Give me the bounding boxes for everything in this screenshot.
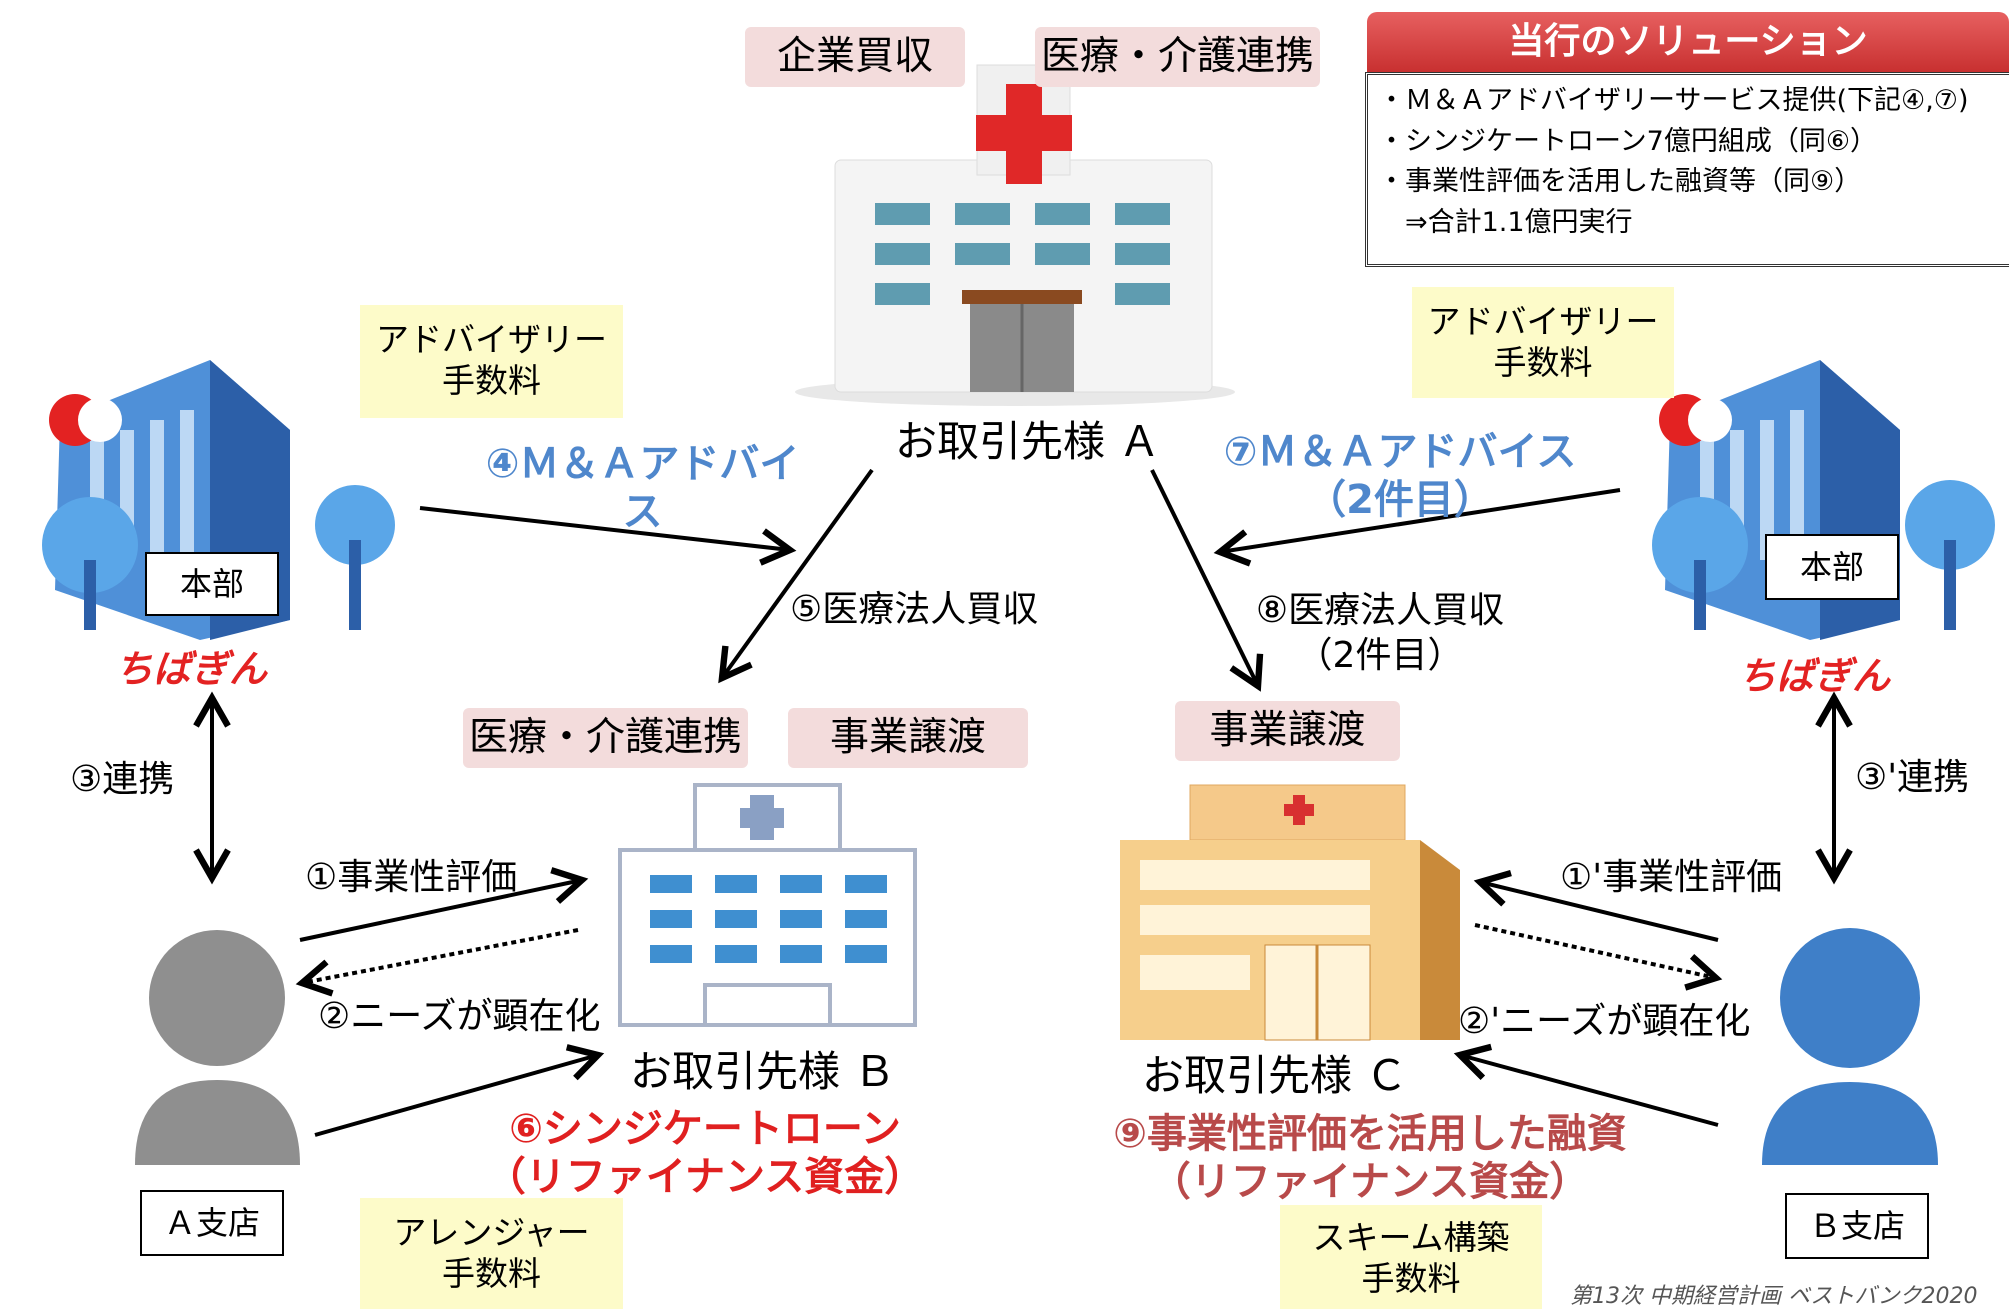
step4-label: ④Ｍ＆Ａアドバイス	[485, 441, 800, 535]
fee-label: アドバイザリー	[376, 320, 607, 359]
solution-line: ・Ｍ＆Ａアドバイザリーサービス提供(下記④,⑦)	[1378, 85, 1969, 116]
step3p-label: ③'連携	[1855, 757, 1970, 798]
person-a-branch-icon	[135, 930, 300, 1165]
branch-b-label: Ｂ支店	[1785, 1193, 1929, 1259]
solution-box: ・Ｍ＆Ａアドバイザリーサービス提供(下記④,⑦) ・シンジケートローン7億円組成…	[1365, 72, 2009, 267]
step7-label: ⑦Ｍ＆Ａアドバイス （2件目）	[1220, 428, 1580, 524]
arrow-step6	[314, 1044, 605, 1137]
fee-label: 手数料	[442, 361, 541, 401]
step1-label: ①事業性評価	[305, 857, 518, 898]
flow-arrows	[193, 468, 1853, 1137]
hospital-b-icon	[618, 783, 917, 1027]
solution-line: ・事業性評価を活用した融資等（同⑨）	[1378, 166, 1862, 197]
step7-line2: （2件目）	[1306, 477, 1494, 523]
step8-label: ⑧医療法人買収 （2件目）	[1245, 588, 1515, 678]
hq-right-logo: ちばぎん	[1738, 654, 1891, 698]
step6-line2: （リファイナンス資金）	[485, 1154, 925, 1200]
arrow-step7	[1213, 488, 1621, 567]
solution-line: ・シンジケートローン7億円組成（同⑥）	[1378, 125, 1878, 157]
step9-line1: ⑨事業性評価を活用した融資	[1113, 1111, 1627, 1157]
step9-line2: （リファイナンス資金）	[1150, 1159, 1590, 1205]
fee-label: 手数料	[1493, 343, 1593, 383]
fee-label: スキーム構築	[1312, 1218, 1510, 1257]
step7-line1: ⑦Ｍ＆Ａアドバイス	[1223, 429, 1577, 475]
fee-advisory-right: アドバイザリー 手数料	[1412, 287, 1674, 398]
arrow-step5	[718, 468, 874, 684]
hq-left-label: 本部	[145, 552, 279, 616]
arrow-step1	[299, 867, 589, 942]
fee-label: 手数料	[1361, 1259, 1461, 1299]
step2-label: ②ニーズが顕在化	[318, 996, 601, 1037]
hospital-c-icon	[1120, 784, 1460, 1041]
client-b-label: お取引先様 Ｂ	[630, 1047, 896, 1096]
step6-label: ⑥シンジケートローン （リファイナンス資金）	[470, 1105, 940, 1201]
arrow-step2	[295, 928, 579, 997]
step8-line2: （2件目）	[1296, 635, 1464, 676]
fee-advisory-left: アドバイザリー 手数料	[360, 305, 623, 418]
solution-title: 当行のソリューション	[1367, 12, 2009, 72]
footer-plan-label: 第13次 中期経営計画 ベストバンク2020	[1570, 1284, 1978, 1309]
step8-line1: ⑧医療法人買収	[1255, 590, 1505, 631]
fee-label: アレンジャー	[393, 1213, 590, 1252]
fee-arranger: アレンジャー 手数料	[360, 1198, 623, 1309]
tag-business-transfer-b: 事業譲渡	[788, 708, 1028, 768]
arrow-step1p	[1473, 870, 1719, 942]
arrow-step9	[1453, 1043, 1719, 1127]
tag-medical-care-a: 医療・介護連携	[1035, 27, 1320, 87]
solution-line: ⇒合計1.1億円実行	[1378, 206, 1633, 238]
person-b-branch-icon	[1762, 928, 1938, 1165]
step1p-label: ①'事業性評価	[1560, 857, 1783, 898]
branch-a-label: Ａ支店	[140, 1190, 284, 1256]
arrow-step4	[419, 506, 797, 566]
hq-right-label: 本部	[1765, 534, 1899, 600]
fee-label: アドバイザリー	[1427, 302, 1659, 341]
tag-business-transfer-c: 事業譲渡	[1175, 701, 1400, 761]
hq-left-logo: ちばぎん	[115, 647, 268, 691]
fee-label: 手数料	[442, 1254, 541, 1294]
arrow-step2p	[1474, 923, 1723, 991]
client-a-label: お取引先様 Ａ	[895, 417, 1161, 466]
client-c-label: お取引先様 Ｃ	[1142, 1051, 1408, 1100]
step9-label: ⑨事業性評価を活用した融資 （リファイナンス資金）	[1110, 1110, 1630, 1206]
tag-medical-care-b: 医療・介護連携	[463, 708, 748, 768]
step5-label: ⑤医療法人買収	[790, 589, 1039, 630]
step6-line1: ⑥シンジケートローン	[509, 1106, 901, 1152]
tag-acquisition: 企業買収	[745, 27, 965, 87]
fee-scheme: スキーム構築 手数料	[1280, 1205, 1542, 1309]
hospital-a-icon	[795, 64, 1235, 406]
step3-label: ③連携	[70, 759, 175, 800]
step2p-label: ②'ニーズが顕在化	[1458, 1001, 1751, 1042]
arrow-step8	[1150, 469, 1264, 692]
